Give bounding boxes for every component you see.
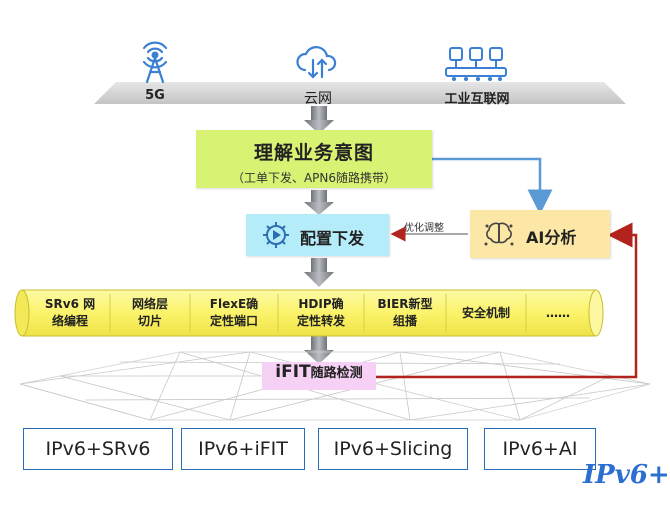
ai-box: AI分析 bbox=[470, 210, 610, 258]
ai-label: AI分析 bbox=[526, 228, 577, 247]
flow-arrow-1 bbox=[304, 106, 334, 134]
flow-arrow-3 bbox=[304, 258, 334, 287]
ifit-label-small: 随路检测 bbox=[310, 366, 363, 381]
source-label-cloud: 云网 bbox=[304, 91, 332, 107]
source-band bbox=[94, 82, 626, 104]
capability-slicing: 网络层切片 bbox=[131, 297, 168, 328]
ai-brain-icon bbox=[484, 222, 514, 246]
ifit-label-big: iFIT bbox=[275, 362, 311, 382]
capability-more: …… bbox=[546, 305, 570, 320]
ifit-to-ai-arrow bbox=[376, 222, 638, 379]
capability-cylinder bbox=[14, 289, 604, 337]
capability-srv6: SRv6 网络编程 bbox=[44, 297, 96, 328]
config-box: 配置下发 bbox=[246, 214, 389, 256]
source-label-5g: 5G bbox=[145, 88, 165, 103]
intent-title: 理解业务意图 bbox=[253, 142, 374, 164]
intent-to-ai-arrow bbox=[432, 157, 553, 215]
capability-hdip: HDIP确定性转发 bbox=[296, 297, 345, 328]
intent-subtitle: （工单下发、APN6随路携带） bbox=[231, 171, 397, 185]
bottom-box-srv6: IPv6+SRv6 bbox=[23, 428, 173, 470]
capability-flexe: FlexE确定性端口 bbox=[209, 297, 259, 328]
capability-security: 安全机制 bbox=[461, 305, 510, 320]
feedback-label: 优化调整 bbox=[404, 223, 444, 234]
bottom-box-ai: IPv6+AI bbox=[484, 428, 596, 470]
ifit-box: iFIT随路检测 bbox=[262, 362, 376, 390]
factory-robot-icon bbox=[445, 47, 507, 81]
gear-play-icon bbox=[263, 222, 289, 248]
capability-bier: BIER新型组播 bbox=[377, 297, 433, 328]
bottom-box-slicing: IPv6+Slicing bbox=[318, 428, 468, 470]
ipv6-logo: IPv6+ bbox=[583, 460, 670, 490]
signal-tower-icon bbox=[142, 41, 168, 84]
cloud-sync-icon bbox=[296, 46, 337, 79]
source-label-industrial: 工业互联网 bbox=[444, 92, 510, 107]
intent-box: 理解业务意图 （工单下发、APN6随路携带） bbox=[196, 130, 432, 188]
bottom-box-ifit: IPv6+iFIT bbox=[181, 428, 305, 470]
config-label: 配置下发 bbox=[300, 229, 365, 248]
flow-arrow-2 bbox=[304, 190, 334, 215]
flow-arrow-4 bbox=[304, 336, 334, 364]
